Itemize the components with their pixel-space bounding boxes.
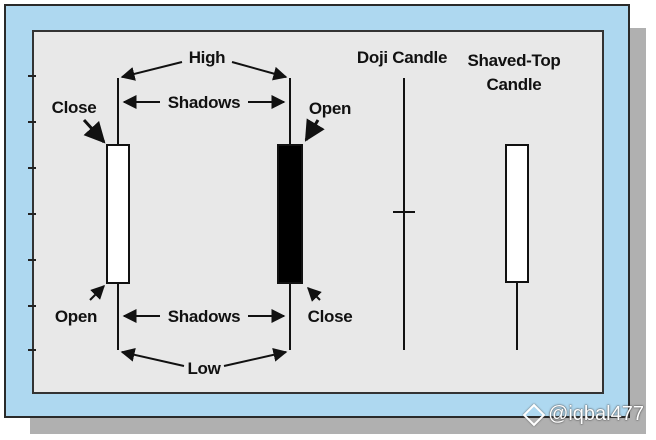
shaved-top-body xyxy=(505,144,529,283)
open-left-pointer xyxy=(89,285,105,301)
bullish-body xyxy=(106,144,130,284)
label-shadows-top: Shadows xyxy=(168,93,241,112)
bullish-candle xyxy=(106,78,130,350)
low-arrows xyxy=(120,347,288,367)
diamond-logo-icon xyxy=(522,403,546,426)
label-close-right: Close xyxy=(308,307,353,326)
label-shadows-bottom: Shadows xyxy=(168,307,241,326)
label-open-right: Open xyxy=(309,99,351,118)
label-high: High xyxy=(189,48,226,67)
doji-candle xyxy=(393,78,415,350)
shaved-top-title-line2: Candle xyxy=(487,75,542,94)
open-right-pointer xyxy=(304,118,325,142)
watermark: @iqbal477 xyxy=(522,403,644,426)
close-left-pointer xyxy=(82,118,106,144)
close-right-pointer xyxy=(307,287,322,302)
shaved-top-title-line1: Shaved-Top xyxy=(467,51,560,70)
doji-candle-title: Doji Candle xyxy=(357,48,447,67)
label-close-left: Close xyxy=(52,98,97,117)
shaved-top-candle xyxy=(505,144,529,350)
bearish-body xyxy=(277,144,303,284)
axis-ticks xyxy=(28,75,36,351)
label-low: Low xyxy=(187,359,221,378)
high-arrows xyxy=(120,61,288,81)
watermark-text: @iqbal477 xyxy=(548,403,644,425)
label-open-left: Open xyxy=(55,307,97,326)
bearish-candle xyxy=(277,78,303,350)
